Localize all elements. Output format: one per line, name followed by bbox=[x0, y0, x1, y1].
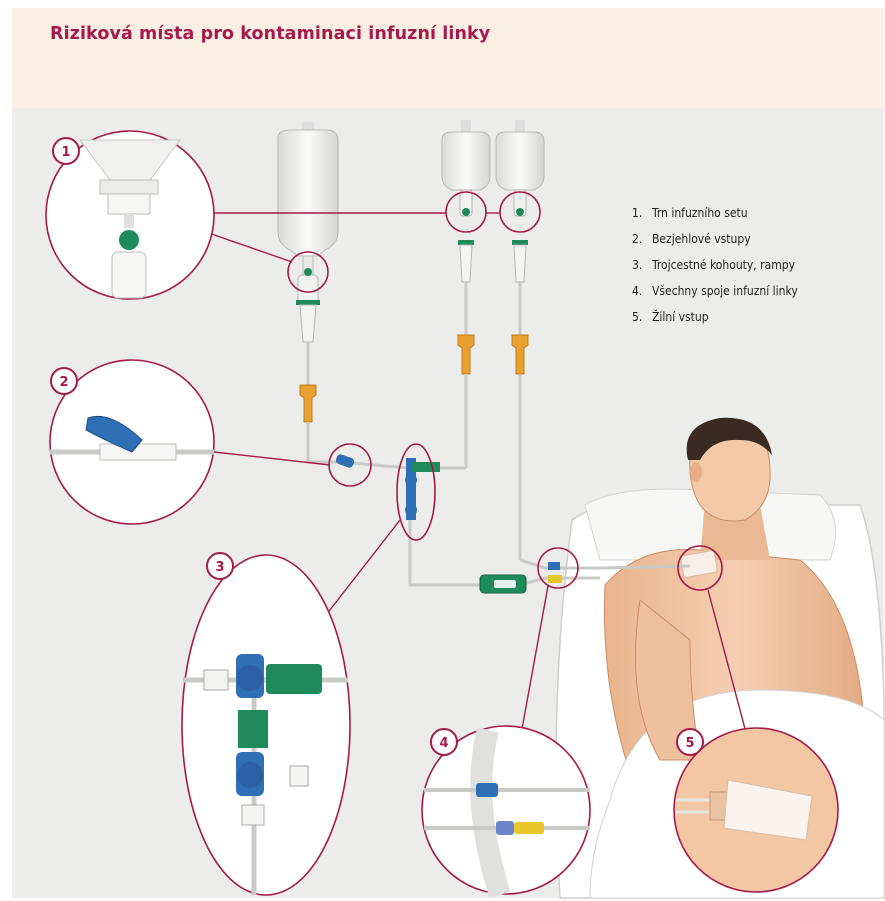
callout-5: 5 bbox=[677, 729, 703, 755]
legend-item-label: Všechny spoje infuzní linky bbox=[652, 284, 798, 298]
spike-marker-right bbox=[516, 208, 524, 216]
infusion-bag-middle bbox=[442, 120, 490, 468]
legend: 1.Trn infuzního setu 2.Bezjehlové vstupy… bbox=[632, 205, 798, 335]
flow-clip-green bbox=[480, 575, 526, 593]
callout-2-number: 2 bbox=[59, 375, 68, 390]
callout-3-number: 3 bbox=[215, 560, 224, 575]
legend-item-number: 5. bbox=[632, 309, 652, 325]
connector-pair-small bbox=[548, 562, 562, 583]
callout-1: 1 bbox=[53, 138, 79, 164]
callout-1-number: 1 bbox=[61, 145, 70, 160]
callout-5-number: 5 bbox=[685, 736, 694, 751]
legend-item: 3.Trojcestné kohouty, rampy bbox=[632, 257, 798, 283]
legend-item: 2.Bezjehlové vstupy bbox=[632, 231, 798, 257]
legend-item-label: Žilní vstup bbox=[652, 310, 709, 324]
callout-4-number: 4 bbox=[439, 736, 448, 751]
infusion-bag-right bbox=[496, 120, 544, 560]
spike-marker-middle bbox=[462, 208, 470, 216]
legend-item-number: 3. bbox=[632, 257, 652, 273]
patient-ear bbox=[690, 462, 702, 482]
spike-marker-left bbox=[304, 268, 312, 276]
legend-item-number: 4. bbox=[632, 283, 652, 299]
legend-item-label: Trojcestné kohouty, rampy bbox=[652, 258, 795, 272]
callout-3: 3 bbox=[207, 553, 233, 579]
legend-item: 1.Trn infuzního setu bbox=[632, 205, 798, 231]
callout-4: 4 bbox=[431, 729, 457, 755]
detail-circle-stopcock bbox=[182, 555, 350, 895]
callout-2: 2 bbox=[51, 368, 77, 394]
legend-item-label: Bezjehlové vstupy bbox=[652, 232, 751, 246]
legend-item-label: Trn infuzního setu bbox=[652, 206, 748, 220]
legend-item-number: 1. bbox=[632, 205, 652, 221]
legend-item-number: 2. bbox=[632, 231, 652, 247]
needleless-port-small bbox=[335, 453, 355, 469]
legend-item: 5.Žilní vstup bbox=[632, 309, 798, 335]
legend-item: 4.Všechny spoje infuzní linky bbox=[632, 283, 798, 309]
